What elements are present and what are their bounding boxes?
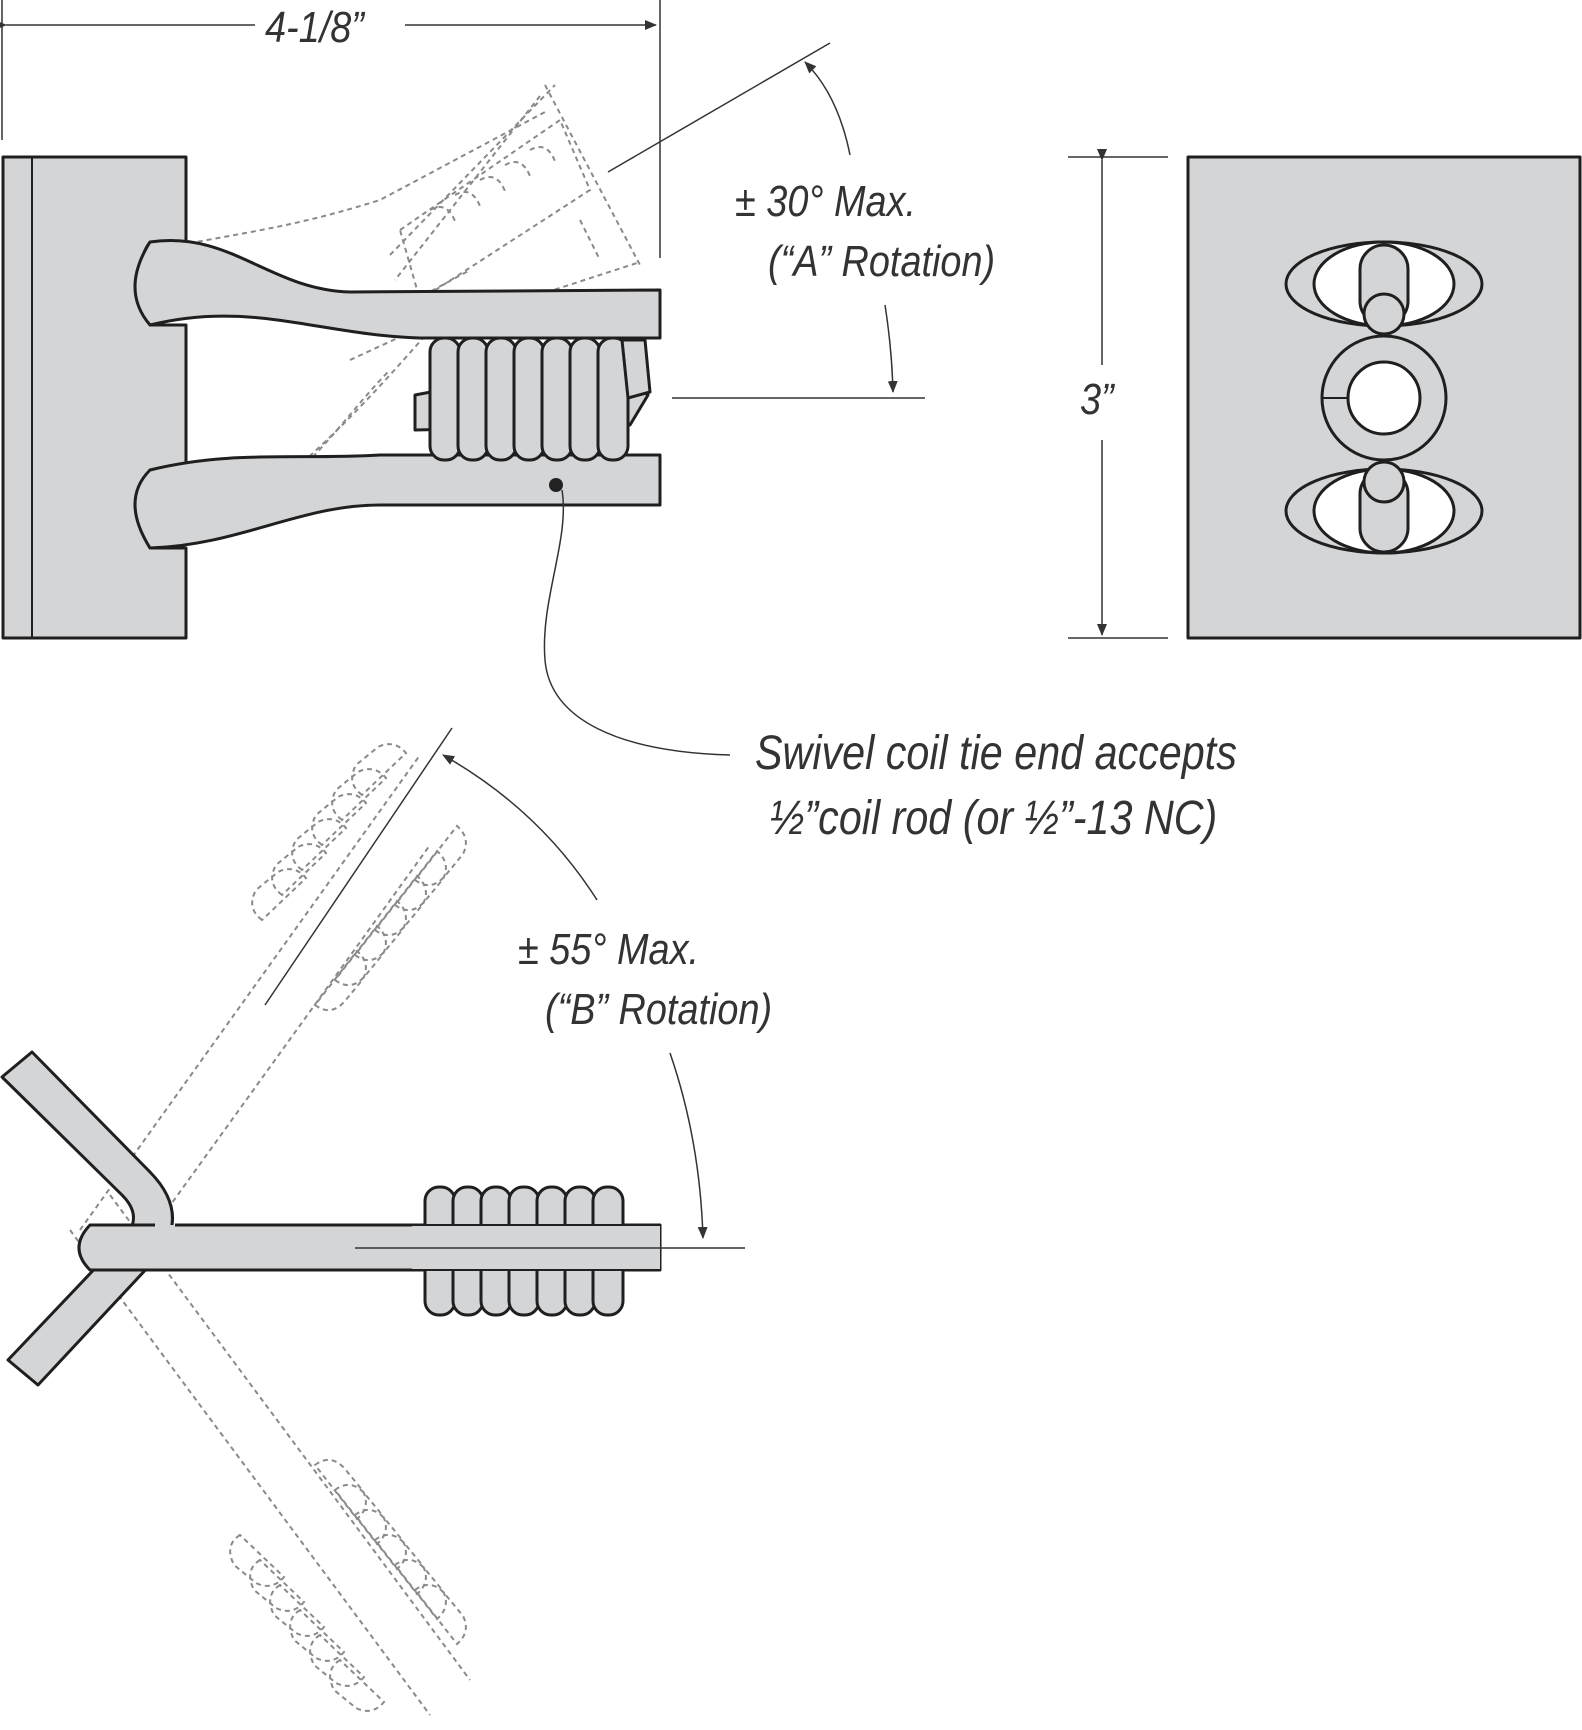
- side-plate: [1, 155, 188, 640]
- rotation-a-name: (“A” Rotation): [768, 237, 996, 286]
- side-view: [1, 155, 731, 756]
- upper-leg: [133, 239, 662, 340]
- end-center-ring: [1320, 334, 1448, 462]
- side-coil: [413, 336, 652, 462]
- rotation-a-angle: ± 30° Max.: [735, 177, 917, 226]
- lower-leg: [133, 453, 662, 550]
- height-dimension: [1068, 149, 1168, 639]
- end-view: [1186, 155, 1582, 640]
- rotation-a-dimension: [607, 42, 925, 399]
- end-lower-slot: [1284, 460, 1484, 555]
- width-dimension: [0, 0, 661, 258]
- width-dimension-label: 4-1/8”: [265, 3, 364, 52]
- rotation-b-angle: ± 55° Max.: [518, 925, 700, 974]
- callout-line-2: ½”coil rod (or ½”-13 NC): [770, 792, 1218, 845]
- callout-dot: [549, 478, 563, 492]
- plan-view: [0, 727, 745, 1387]
- callout-line-1: Swivel coil tie end accepts: [755, 727, 1237, 780]
- end-upper-slot: [1284, 240, 1484, 336]
- plan-view-rotated-ghost: [69, 743, 471, 1716]
- rotation-b-name: (“B” Rotation): [545, 985, 773, 1034]
- rotation-b-dimension: [442, 754, 708, 1239]
- plan-coil: [412, 1185, 660, 1317]
- height-dimension-label: 3”: [1080, 375, 1114, 424]
